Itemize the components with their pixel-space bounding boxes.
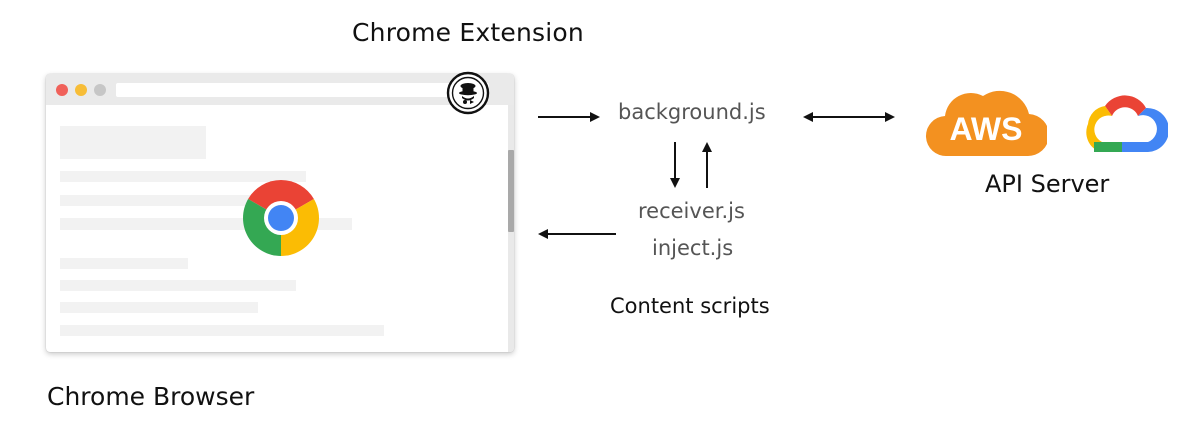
arrow-to-browser xyxy=(538,229,616,239)
receiver-js-label: receiver.js xyxy=(638,199,745,223)
aws-logo-text: AWS xyxy=(950,111,1023,147)
content-placeholder-line xyxy=(60,302,258,313)
chrome-extension-label: Chrome Extension xyxy=(352,18,584,47)
aws-cloud-icon: AWS xyxy=(925,90,1047,157)
content-placeholder-line xyxy=(60,258,188,269)
chrome-browser-label: Chrome Browser xyxy=(47,382,255,411)
content-placeholder-block xyxy=(60,126,206,159)
content-placeholder-line xyxy=(60,280,296,291)
maximize-dot-icon xyxy=(94,84,106,96)
content-placeholder-line xyxy=(60,325,384,336)
address-bar xyxy=(116,83,489,97)
content-scripts-label: Content scripts xyxy=(610,294,770,318)
close-dot-icon xyxy=(56,84,68,96)
content-placeholder-line xyxy=(60,171,306,182)
inject-js-label: inject.js xyxy=(652,236,734,260)
scrollbar-thumb xyxy=(508,150,514,232)
arrow-down-to-content xyxy=(670,142,680,188)
chrome-logo-icon xyxy=(243,180,319,256)
arrow-background-api xyxy=(803,112,895,122)
google-cloud-icon xyxy=(1086,95,1168,152)
browser-title-bar xyxy=(46,74,514,105)
arrow-to-background xyxy=(538,112,600,122)
extension-icon xyxy=(446,71,490,115)
background-js-label: background.js xyxy=(618,100,766,124)
arrow-up-to-background xyxy=(702,142,712,188)
browser-window xyxy=(46,74,514,352)
content-placeholder-line xyxy=(60,195,264,206)
api-server-label: API Server xyxy=(985,170,1110,198)
minimize-dot-icon xyxy=(75,84,87,96)
